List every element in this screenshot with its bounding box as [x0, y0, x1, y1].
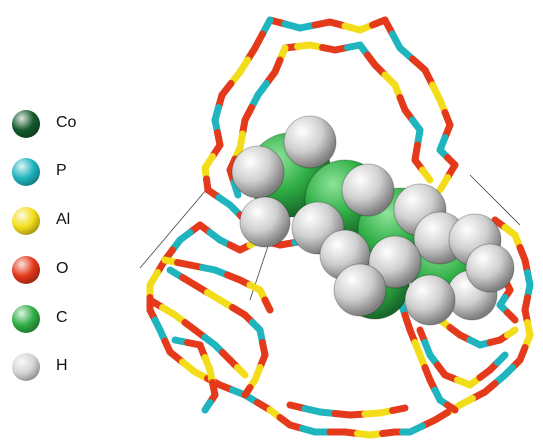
- al-atom-swatch: [12, 207, 40, 235]
- hydrogen-bond-line: [139, 189, 207, 269]
- top-ring-inner-left: [226, 44, 289, 199]
- bond-segment: [234, 364, 249, 379]
- legend-item-co: Co: [8, 108, 108, 142]
- top-ring-inner: [281, 41, 434, 184]
- bond-segment: [230, 179, 242, 199]
- hydrogen-atom: [341, 163, 395, 217]
- hydrogen-atom: [465, 243, 515, 293]
- bond-segment: [241, 384, 254, 399]
- bond-segment: [261, 296, 274, 314]
- bottom-ring-outer: [266, 406, 414, 439]
- c-atom-swatch: [12, 305, 40, 333]
- legend-label-c: C: [56, 309, 68, 326]
- legend-item-al: Al: [8, 205, 108, 239]
- legend-item-o: O: [8, 254, 108, 288]
- bond-segment: [201, 399, 214, 414]
- hydrogen-atom: [283, 115, 337, 169]
- legend-item-h: H: [8, 351, 108, 385]
- left-cage-inner: [166, 266, 269, 399]
- hydrogen-atom: [231, 145, 285, 199]
- o-atom-swatch: [12, 256, 40, 284]
- bond-segment: [444, 401, 459, 414]
- co-atom-swatch: [12, 110, 40, 138]
- legend-label-co: Co: [56, 114, 77, 131]
- top-ring-outer: [266, 16, 459, 194]
- guest-molecule: [231, 115, 515, 326]
- p-atom-swatch: [12, 158, 40, 186]
- legend-item-p: P: [8, 156, 108, 190]
- hydrogen-atom: [368, 235, 422, 289]
- legend-item-c: C: [8, 303, 108, 337]
- legend-label-al: Al: [56, 211, 71, 228]
- left-cage-top: [161, 256, 274, 314]
- right-cage-lower: [396, 296, 459, 414]
- bond-segment: [504, 309, 519, 324]
- left-cage-lower: [171, 336, 219, 414]
- hydrogen-bond-line: [469, 174, 521, 226]
- legend-label-o: O: [56, 260, 69, 277]
- right-cage-inner: [416, 326, 509, 389]
- h-atom-swatch: [12, 353, 40, 381]
- hydrogen-atom: [404, 274, 456, 326]
- bond-segment: [419, 166, 434, 184]
- hydrogen-atom: [333, 263, 387, 317]
- bond-segment: [494, 351, 509, 366]
- legend-label-h: H: [56, 357, 68, 374]
- bond-segment: [504, 326, 519, 339]
- bond-segment: [389, 404, 409, 414]
- hydrogen-atom: [239, 196, 291, 248]
- bond-segment: [436, 174, 451, 194]
- bottom-ring-inner: [286, 401, 409, 419]
- right-cage-mid: [436, 316, 519, 349]
- left-cage-mid: [146, 296, 249, 379]
- legend-label-p: P: [56, 162, 67, 179]
